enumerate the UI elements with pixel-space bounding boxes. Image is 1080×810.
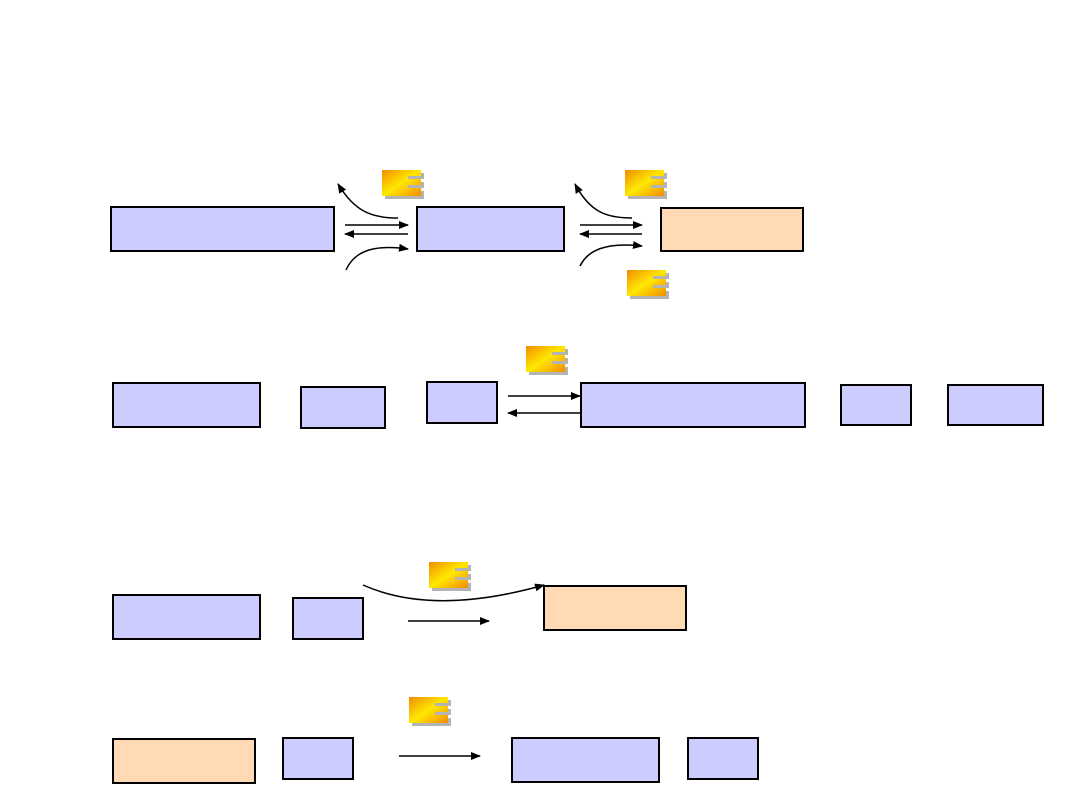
row2-box-6 bbox=[947, 384, 1044, 426]
energy-icon bbox=[429, 562, 471, 591]
row3-box-1 bbox=[112, 594, 261, 640]
energy-input-arrow bbox=[362, 583, 545, 602]
row2-box-1 bbox=[112, 382, 261, 428]
row2-box-3 bbox=[426, 381, 498, 424]
energy-input-arrow bbox=[345, 243, 409, 271]
row2-box-4 bbox=[580, 382, 806, 428]
row3-box-2 bbox=[292, 597, 364, 640]
row4-box-3 bbox=[511, 737, 660, 783]
row1-box-1 bbox=[110, 206, 335, 252]
energy-icon bbox=[625, 170, 667, 199]
energy-icon bbox=[409, 697, 451, 726]
row3-box-3 bbox=[543, 585, 687, 631]
row2-box-2 bbox=[300, 386, 386, 429]
energy-icon bbox=[526, 346, 568, 375]
energy-input-arrow bbox=[579, 241, 643, 267]
row4-box-1 bbox=[112, 738, 256, 784]
energy-icon bbox=[382, 170, 424, 199]
row1-box-3 bbox=[660, 207, 804, 252]
energy-release-arrow bbox=[574, 183, 633, 219]
row1-box-2 bbox=[416, 206, 565, 252]
row2-box-5 bbox=[840, 384, 912, 426]
row4-box-2 bbox=[282, 737, 354, 780]
energy-release-arrow bbox=[337, 183, 399, 219]
row4-box-4 bbox=[687, 737, 759, 780]
energy-icon bbox=[627, 270, 669, 299]
